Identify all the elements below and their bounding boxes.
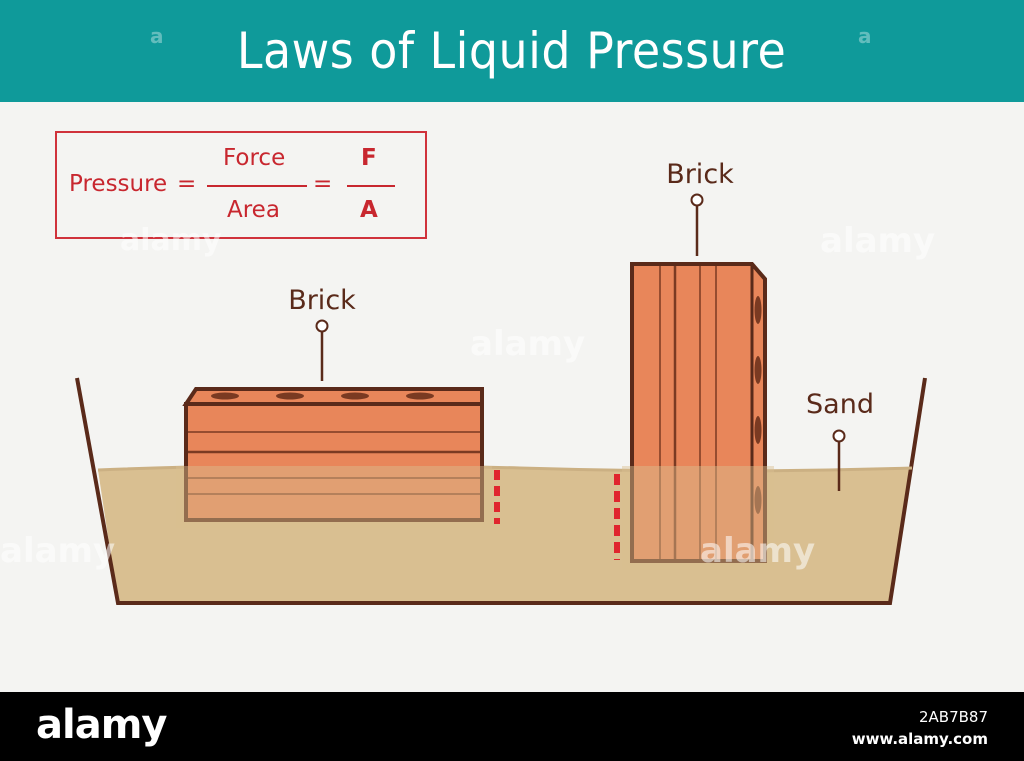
watermark-glyph: a	[150, 24, 164, 48]
formula-symbol-a: A	[360, 197, 378, 223]
formula-pressure-label: Pressure	[69, 171, 168, 197]
label-pin-head	[315, 319, 329, 333]
watermark-layer: alamy alamy alamy alamy alamy	[0, 221, 935, 571]
alamy-logo: alamy	[36, 702, 167, 748]
formula-equals-sign-2: =	[313, 171, 333, 197]
brick-upright-hole	[754, 296, 762, 324]
container-outline	[75, 377, 927, 605]
stock-footer-bar: alamy 2AB7B87 www.alamy.com	[0, 692, 1024, 761]
brick-flat-hole	[341, 392, 369, 400]
sand-pressure-diagram: Brick Brick Sand alamy alamy alamy alamy…	[0, 159, 935, 605]
site-url: www.alamy.com	[851, 730, 988, 748]
formula-symbol-fraction-bar	[347, 185, 395, 187]
page-title: Laws of Liquid Pressure	[237, 22, 787, 80]
watermark-glyph: a	[858, 24, 872, 48]
brick-upright-sunken-part	[622, 466, 774, 570]
label-brick-flat: Brick	[288, 285, 356, 316]
label-brick-upright: Brick	[666, 159, 734, 190]
brick-flat-hole	[276, 392, 304, 400]
brick-flat-sunken-part	[176, 466, 492, 528]
formula-symbol-f: F	[361, 145, 377, 171]
watermark-text: alamy	[700, 531, 815, 571]
brick-upright-hole	[754, 486, 762, 514]
brick-upright-hole	[754, 416, 762, 444]
label-pin-head	[690, 193, 704, 207]
brick-flat	[176, 387, 492, 528]
formula-denominator-area: Area	[227, 197, 280, 223]
brick-upright-body	[630, 262, 767, 563]
title-banner: a Laws of Liquid Pressure a	[0, 0, 1024, 102]
watermark-text: alamy	[470, 324, 585, 364]
image-code: 2AB7B87	[918, 708, 988, 726]
formula-equals-sign: =	[177, 171, 197, 197]
label-sand: Sand	[806, 389, 874, 420]
watermark-text: alamy	[820, 221, 935, 261]
label-pin-head	[832, 429, 846, 443]
watermark-text: alamy	[0, 531, 115, 571]
formula-fraction-bar	[207, 185, 307, 187]
formula-numerator-force: Force	[223, 145, 286, 171]
watermark-text: alamy	[120, 223, 222, 258]
pressure-formula-box: Pressure = Force Area = F A	[55, 131, 427, 239]
brick-upright	[622, 262, 774, 570]
brick-flat-hole	[211, 392, 239, 400]
brick-flat-body	[184, 402, 484, 522]
brick-flat-hole	[406, 392, 434, 400]
brick-upright-hole	[754, 356, 762, 384]
